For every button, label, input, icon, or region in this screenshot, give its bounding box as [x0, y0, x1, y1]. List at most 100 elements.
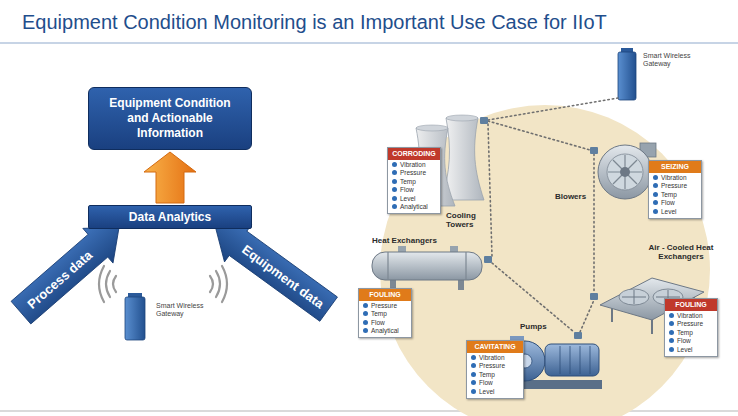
- gateway-icon: [125, 293, 145, 340]
- sensor: [484, 256, 492, 263]
- measure-icon: [669, 338, 674, 343]
- result-box: Equipment Condition and Actionable Infor…: [88, 87, 252, 150]
- measure-icon: [392, 204, 397, 209]
- card-header: CORRODING: [388, 148, 440, 160]
- title-rule: [0, 43, 738, 44]
- blower-hub: [620, 167, 630, 177]
- measure-label: Pressure: [677, 320, 703, 327]
- flange: [387, 252, 388, 280]
- measure-icon: [669, 313, 674, 318]
- box-text: Data Analytics: [95, 210, 245, 224]
- measure-row: Level: [649, 207, 701, 216]
- mesh-link: [488, 124, 492, 256]
- measure-label: Pressure: [661, 182, 687, 189]
- fan: [619, 289, 649, 305]
- measure-row: Level: [665, 345, 717, 354]
- measure-row: Pressure: [359, 301, 411, 310]
- blower-wheel: [607, 154, 643, 190]
- measure-row: Flow: [359, 318, 411, 327]
- measure-row: Analytical: [388, 203, 440, 212]
- measure-icon: [363, 303, 368, 308]
- box-label: Data Analytics: [95, 210, 245, 224]
- measure-icon: [392, 162, 397, 167]
- pump-motor: [545, 344, 599, 376]
- measure-row: Level: [388, 194, 440, 203]
- measure-icon: [653, 209, 658, 214]
- measure-row: Temp: [388, 177, 440, 186]
- gateway-label: Smart Wireless Gateway: [643, 52, 707, 69]
- arrow-text-holder: Equipment data: [232, 234, 334, 319]
- measure-label: Temp: [371, 310, 387, 317]
- measure-label: Level: [677, 346, 693, 353]
- box-label: Equipment Condition and Actionable Infor…: [99, 96, 241, 141]
- tower-top: [446, 115, 478, 121]
- wireless-mesh: [488, 98, 618, 332]
- shell: [372, 252, 482, 280]
- status-card: FOULING PressureTempFlowAnalytical: [358, 288, 412, 338]
- measure-row: Level: [467, 387, 523, 396]
- measure-label: Analytical: [400, 203, 428, 210]
- measure-label: Pressure: [479, 362, 505, 369]
- measure-row: Vibration: [665, 311, 717, 320]
- measure-row: Temp: [467, 370, 523, 379]
- measure-label: Level: [400, 195, 416, 202]
- measure-icon: [653, 192, 658, 197]
- condition-label: CAVITATING: [474, 343, 515, 350]
- arrow-body: [202, 208, 342, 328]
- arrow-text-holder: Process data: [14, 237, 105, 321]
- flow-arrow: [144, 152, 196, 203]
- condition-label: FOULING: [675, 301, 707, 308]
- mesh-link: [488, 121, 590, 150]
- measure-label: Level: [661, 208, 677, 215]
- measure-icon: [669, 321, 674, 326]
- wave: [113, 276, 116, 292]
- measure-label: Temp: [400, 178, 416, 185]
- wave: [222, 266, 227, 302]
- sensor: [480, 117, 488, 124]
- measure-row: Temp: [649, 190, 701, 199]
- measure-label: Flow: [371, 319, 385, 326]
- analytics-bar: Data Analytics: [88, 205, 252, 229]
- measure-label: Temp: [661, 191, 677, 198]
- status-card: SEIZINGVibrationPressureTempFlowLevel: [648, 160, 702, 219]
- card-header: CAVITATING: [467, 341, 523, 353]
- arrow-body: [6, 210, 134, 330]
- measure-icon: [471, 355, 476, 360]
- mesh-link: [492, 263, 574, 332]
- box-text: Equipment Condition and Actionable Infor…: [99, 96, 241, 141]
- measure-label: Vibration: [677, 312, 703, 319]
- measure-icon: [363, 328, 368, 333]
- mesh-link: [593, 154, 595, 292]
- slide-title: Equipment Condition Monitoring is an Imp…: [22, 11, 607, 34]
- card-header: FOULING: [665, 299, 717, 311]
- blower-housing: [598, 145, 652, 199]
- wave: [106, 271, 110, 297]
- measure-row: Pressure: [649, 182, 701, 191]
- status-card: CAVITATINGVibrationPressureTempFlowLevel: [466, 340, 524, 399]
- measure-icon: [392, 196, 397, 201]
- card-header: FOULING: [359, 289, 411, 301]
- measure-row: Analytical: [359, 327, 411, 336]
- measure-row: Temp: [665, 328, 717, 337]
- mesh-link: [488, 98, 618, 120]
- leg: [458, 279, 464, 290]
- measure-icon: [669, 330, 674, 335]
- measure-icon: [471, 380, 476, 385]
- gateway-body: [125, 297, 145, 340]
- equipment-label: Blowers: [555, 192, 586, 201]
- gateway-label: Smart Wireless Gateway: [156, 302, 220, 319]
- measure-row: Vibration: [649, 173, 701, 182]
- measure-icon: [653, 175, 658, 180]
- blower-vanes: [608, 155, 642, 189]
- measure-icon: [653, 200, 658, 205]
- gateway-icon: [618, 48, 636, 100]
- measure-label: Flow: [479, 379, 493, 386]
- measure-label: Temp: [479, 371, 495, 378]
- card-header: SEIZING: [649, 161, 701, 173]
- measure-row: Pressure: [467, 362, 523, 371]
- sensor: [590, 293, 598, 300]
- measure-icon: [363, 311, 368, 316]
- wave: [216, 271, 220, 297]
- measure-icon: [471, 389, 476, 394]
- condition-label: FOULING: [369, 291, 401, 298]
